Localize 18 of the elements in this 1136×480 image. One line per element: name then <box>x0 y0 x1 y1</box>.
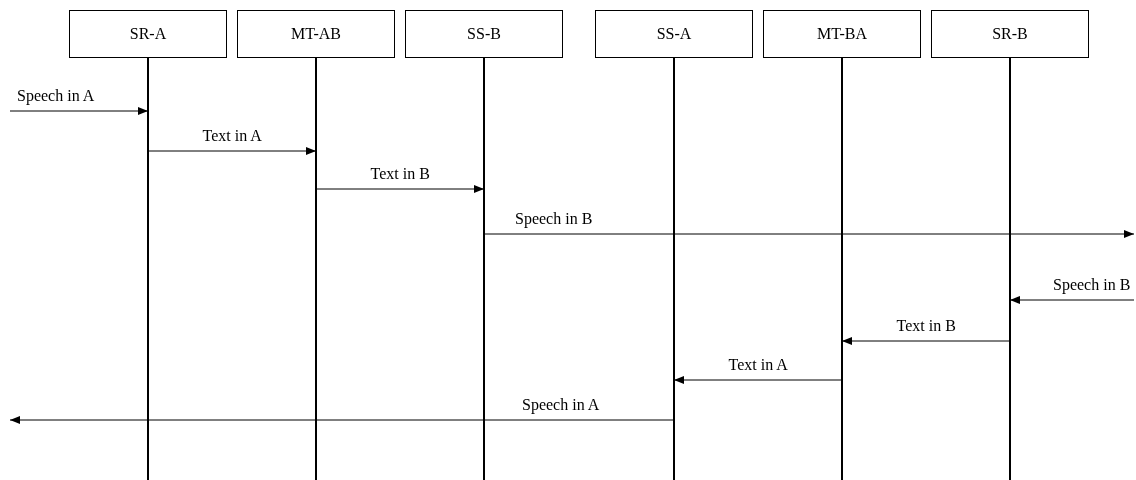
message-arrow <box>841 337 1011 345</box>
participant-box: SS-B <box>405 10 563 58</box>
message-label: Speech in B <box>1051 276 1133 294</box>
message-arrow <box>1009 296 1135 304</box>
message-label: Speech in A <box>15 87 97 105</box>
message-label: Speech in B <box>513 210 595 228</box>
message-arrow <box>483 230 1135 238</box>
message-arrow <box>673 376 843 384</box>
participant-box: MT-BA <box>763 10 921 58</box>
participant-box: MT-AB <box>237 10 395 58</box>
message-arrow <box>147 147 317 155</box>
participant-box: SR-A <box>69 10 227 58</box>
message-arrow <box>9 416 675 424</box>
message-arrow <box>9 107 149 115</box>
participant-box: SR-B <box>931 10 1089 58</box>
message-arrow <box>315 185 485 193</box>
participant-box: SS-A <box>595 10 753 58</box>
message-label: Speech in A <box>520 396 602 414</box>
